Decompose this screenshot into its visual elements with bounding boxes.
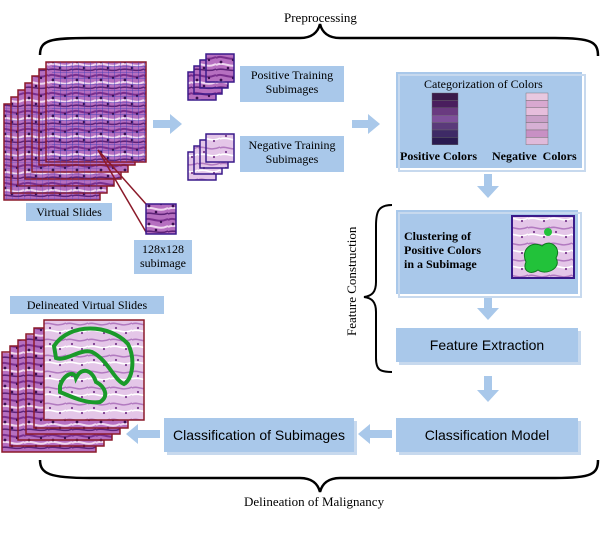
arrow-model-to-classification <box>358 424 392 444</box>
arrow-slides-to-training <box>153 114 182 134</box>
color-swatch <box>431 107 459 116</box>
delineation-outline-lower <box>58 368 108 405</box>
negative-color-swatches <box>525 92 549 145</box>
delineation-brace <box>38 459 600 493</box>
color-swatch <box>431 92 459 101</box>
subimage-thumbnail <box>145 203 177 235</box>
delineated-slides-stack <box>1 319 145 453</box>
positive-color-swatches <box>431 92 459 145</box>
clustering-line2: Positive Colors <box>404 243 481 257</box>
negative-colors-label: Negative Colors <box>492 149 577 163</box>
clustered-subimage <box>511 215 575 279</box>
negative-training-stack <box>187 133 235 181</box>
color-swatch <box>525 92 549 101</box>
color-swatch <box>431 137 459 145</box>
virtual-slides-label: Virtual Slides <box>26 203 112 221</box>
classification-model-box: Classification Model <box>396 418 578 452</box>
preprocessing-brace <box>38 23 600 57</box>
subimage-size: 128x128 <box>142 242 184 256</box>
positive-training-label: Positive Training Subimages <box>240 66 344 102</box>
positive-training-line1: Positive Training <box>250 68 334 82</box>
color-swatch <box>525 122 549 131</box>
color-swatch <box>431 122 459 131</box>
color-swatch <box>525 137 549 145</box>
categorization-title: Categorization of Colors <box>424 77 543 91</box>
feature-extraction-label: Feature Extraction <box>429 337 545 353</box>
positive-colors-label: Positive Colors <box>400 149 477 163</box>
feature-construction-brace <box>363 204 393 373</box>
clustering-line1: Clustering of <box>404 229 471 243</box>
negative-training-line1: Negative Training <box>248 138 336 152</box>
positive-training-line2: Subimages <box>265 82 319 96</box>
color-swatch <box>525 107 549 116</box>
arrow-training-to-categorization <box>352 114 380 134</box>
color-swatch <box>525 129 549 138</box>
classification-model-label: Classification Model <box>424 427 550 443</box>
feature-extraction-box: Feature Extraction <box>396 328 578 362</box>
arrow-categorization-to-clustering <box>477 174 499 198</box>
color-swatch <box>525 114 549 123</box>
negative-training-line2: Subimages <box>265 152 319 166</box>
delineation-title: Delineation of Malignancy <box>244 494 385 509</box>
color-swatch <box>431 100 459 109</box>
categorization-box <box>396 72 582 168</box>
color-swatch <box>525 100 549 109</box>
arrow-classification-to-delineated <box>126 424 160 444</box>
classification-subimages-box: Classification of Subimages <box>164 418 354 452</box>
color-swatch <box>431 114 459 123</box>
delineated-slides-label: Delineated Virtual Slides <box>10 296 164 314</box>
arrow-extraction-to-model <box>477 376 499 402</box>
negative-training-label: Negative Training Subimages <box>240 136 344 172</box>
clustering-label: Clustering of Positive Colors in a Subim… <box>404 229 481 271</box>
subimage-size-label: 128x128 subimage <box>134 240 192 274</box>
color-swatch <box>431 129 459 138</box>
arrow-clustering-to-extraction <box>477 296 499 320</box>
classification-subimages-label: Classification of Subimages <box>173 427 345 443</box>
virtual-slides-stack <box>3 61 147 201</box>
clustering-line3: in a Subimage <box>404 257 477 271</box>
positive-training-stack <box>187 53 235 101</box>
delineation-outline-upper <box>51 326 135 387</box>
preprocessing-title: Preprocessing <box>284 10 357 25</box>
side-label: Feature Construction <box>344 226 359 336</box>
subimage-word: subimage <box>140 256 186 270</box>
